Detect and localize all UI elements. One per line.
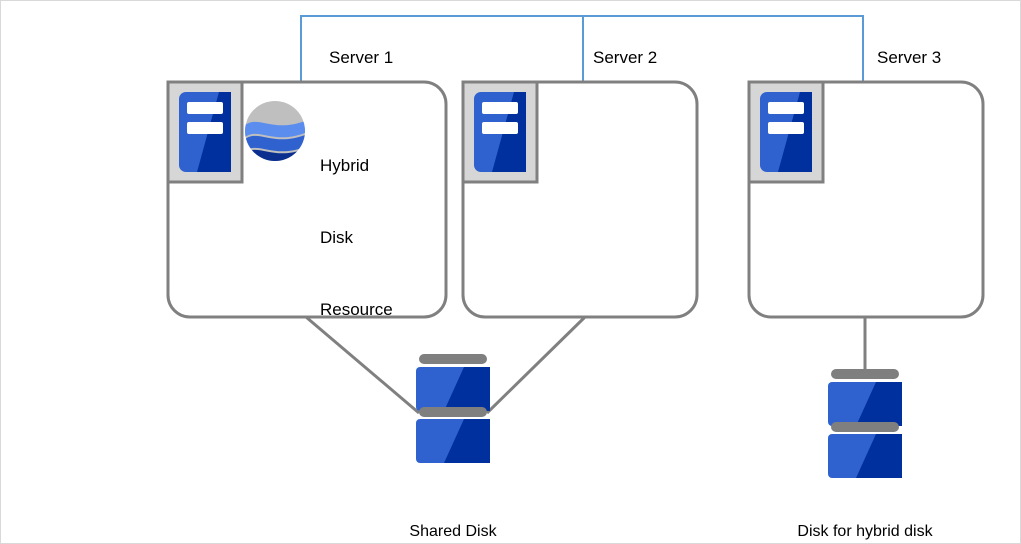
- server-icon-3: [747, 80, 825, 184]
- shared-disk-caption-line-1: Shared Disk: [409, 523, 497, 540]
- hybrid-disk-resource-label-line-2: Disk: [320, 228, 354, 247]
- shared-disk-caption: Shared Disk for hybrid disk resource: [303, 474, 603, 543]
- server3-disk-caption: Disk for hybrid disk resource: [730, 474, 1000, 543]
- network-bracket: [300, 15, 864, 81]
- server-label-3: Server 3: [877, 48, 942, 67]
- server3-disk-caption-line-1: Disk for hybrid disk: [797, 523, 933, 540]
- server-icon-1: [166, 80, 244, 184]
- server-label-1: Server 1: [329, 48, 394, 67]
- server-label-2: Server 2: [593, 48, 658, 67]
- disk-stack-icon-shared: [416, 354, 490, 463]
- disk-stack-icon-server3: [828, 369, 902, 478]
- hybrid-disk-resource-label-line-3: Resource: [320, 300, 393, 319]
- hybrid-disk-resource-label-line-1: Hybrid: [320, 156, 370, 175]
- connector-lines: [305, 315, 867, 415]
- server-icon-2: [461, 80, 539, 184]
- hybrid-disk-resource-label: Hybrid Disk Resource: [320, 106, 393, 370]
